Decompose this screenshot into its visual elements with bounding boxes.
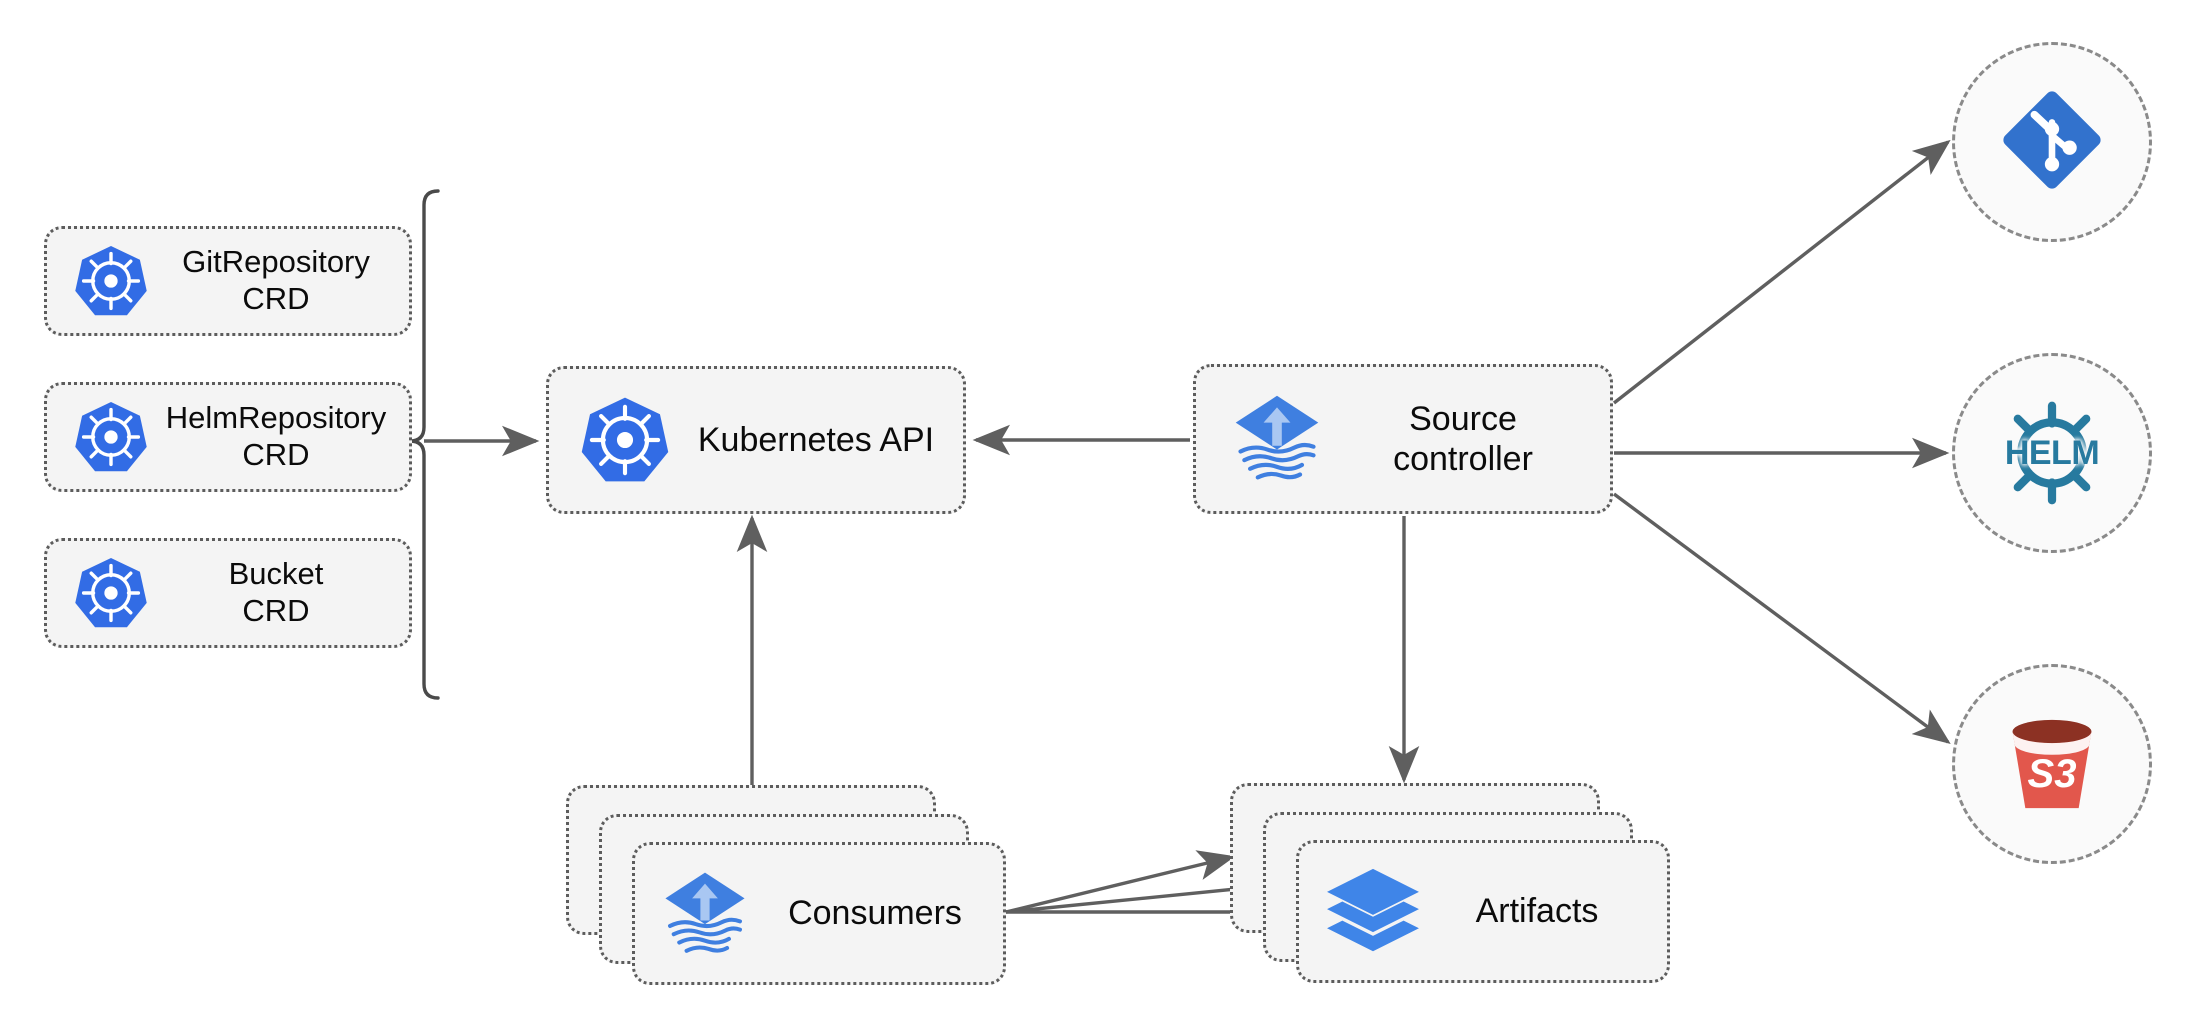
edge-consumers-to-artifacts-2 bbox=[1005, 874, 1270, 914]
kubernetes-icon bbox=[61, 399, 161, 475]
helm-icon: HELM bbox=[1993, 394, 2111, 512]
edge-consumers-to-artifacts-1 bbox=[1005, 850, 1236, 914]
node-helmrepository-crd[interactable]: HelmRepository CRD bbox=[44, 382, 412, 492]
node-label: Kubernetes API bbox=[697, 420, 935, 459]
crd-label: HelmRepository CRD bbox=[165, 400, 387, 472]
s3-bucket-icon: S3 bbox=[1994, 706, 2110, 822]
git-icon bbox=[1997, 85, 2107, 200]
node-gitrepository-crd[interactable]: GitRepository CRD bbox=[44, 226, 412, 336]
layers-icon bbox=[1313, 867, 1433, 957]
crd-label: GitRepository CRD bbox=[182, 244, 370, 316]
node-label: Source controller bbox=[1393, 399, 1533, 478]
node-bucket-crd[interactable]: Bucket CRD bbox=[44, 538, 412, 648]
kubernetes-icon bbox=[61, 555, 161, 631]
node-label: Artifacts bbox=[1475, 892, 1599, 930]
edge-source-to-git bbox=[1612, 139, 1951, 405]
node-kubernetes-api[interactable]: Kubernetes API bbox=[546, 366, 966, 514]
crd-group-brace bbox=[409, 189, 440, 700]
helm-label: HELM bbox=[2004, 433, 2100, 472]
node-artifacts[interactable]: Artifacts bbox=[1230, 783, 1670, 983]
consumers-stack-front[interactable]: Consumers bbox=[632, 842, 1006, 985]
kubernetes-icon bbox=[565, 394, 685, 486]
node-source-controller[interactable]: Source controller bbox=[1193, 364, 1613, 514]
kubernetes-icon bbox=[61, 243, 161, 319]
edge-source-to-s3 bbox=[1612, 492, 1951, 745]
artifacts-stack-front[interactable]: Artifacts bbox=[1296, 840, 1670, 983]
external-git[interactable] bbox=[1952, 42, 2152, 242]
external-helm[interactable]: HELM bbox=[1952, 353, 2152, 553]
external-s3[interactable]: S3 bbox=[1952, 664, 2152, 864]
node-label: Consumers bbox=[788, 894, 962, 932]
s3-label: S3 bbox=[2027, 751, 2077, 796]
crd-label: Bucket CRD bbox=[228, 556, 324, 628]
flux-icon bbox=[1218, 391, 1336, 487]
node-consumers[interactable]: Consumers bbox=[566, 785, 1006, 985]
flux-icon bbox=[649, 868, 761, 960]
